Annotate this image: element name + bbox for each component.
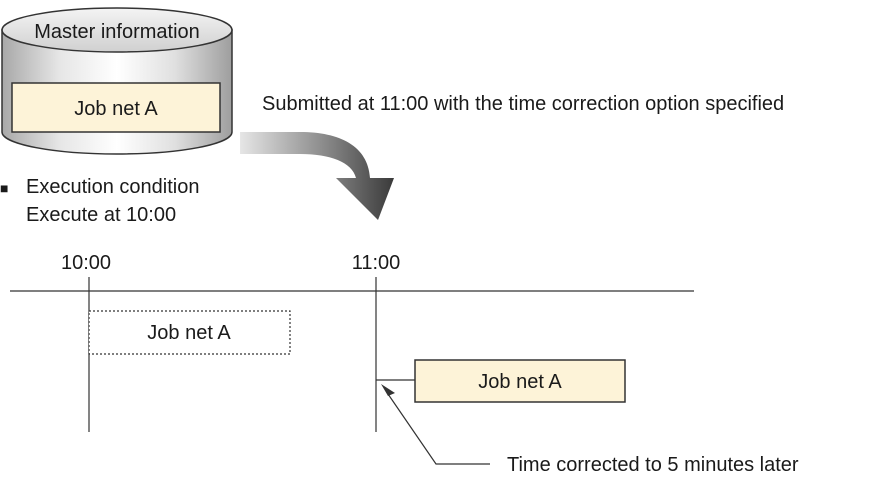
timeline: 10:00 11:00 Job net A Job net A Time cor… bbox=[10, 252, 799, 476]
database-job-label: Job net A bbox=[74, 98, 158, 120]
master-information-database: Master information Job net A bbox=[1, 7, 233, 155]
execution-condition-bullet: ■ bbox=[0, 180, 8, 196]
corrected-job-box bbox=[414, 359, 626, 403]
database-job-box bbox=[11, 82, 221, 133]
correction-arrowhead bbox=[381, 384, 395, 396]
time-label-1100: 11:00 bbox=[352, 252, 401, 274]
submission-arrow bbox=[240, 132, 394, 220]
corrected-job-label: Job net A bbox=[478, 371, 562, 393]
planned-job-label: Job net A bbox=[147, 322, 231, 344]
planned-job-box bbox=[88, 310, 291, 355]
database-title: Master information bbox=[34, 21, 200, 43]
execution-condition: ■ Execution condition Execute at 10:00 bbox=[0, 176, 199, 226]
execution-condition-heading: Execution condition bbox=[26, 176, 199, 198]
correction-note: Time corrected to 5 minutes later bbox=[507, 454, 799, 476]
time-label-1000: 10:00 bbox=[61, 252, 111, 274]
correction-leader-line bbox=[387, 393, 490, 465]
submission-note: Submitted at 11:00 with the time correct… bbox=[262, 93, 784, 115]
execution-condition-detail: Execute at 10:00 bbox=[26, 204, 176, 226]
